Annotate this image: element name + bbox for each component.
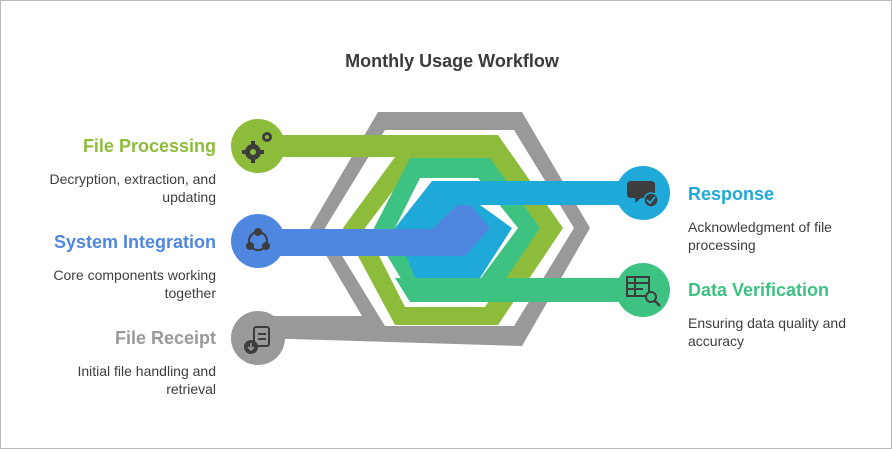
file-receipt-title: File Receipt [114,328,216,348]
system-integration-band [258,205,490,256]
data-verification-description: Ensuring data quality and accuracy [688,315,846,349]
file-processing-title: File Processing [82,136,216,156]
response-description: Acknowledgment of file processing [688,219,832,253]
system-integration-title: System Integration [53,232,216,252]
diagram-title: Monthly Usage Workflow [345,51,559,71]
file-download-icon [244,326,270,354]
file-processing-description: Decryption, extraction, and updating [49,171,216,205]
network-icon [246,228,270,251]
data-verification-title: Data Verification [688,280,830,300]
system-integration-circle [231,214,285,268]
chat-check-icon [627,181,659,208]
system-integration-description: Core components working together [53,267,216,301]
response-title: Response [688,184,775,204]
gears-icon [242,132,272,163]
file-receipt-description: Initial file handling and retrieval [77,363,216,397]
data-verification-connector [395,278,632,302]
table-search-icon [626,276,661,307]
